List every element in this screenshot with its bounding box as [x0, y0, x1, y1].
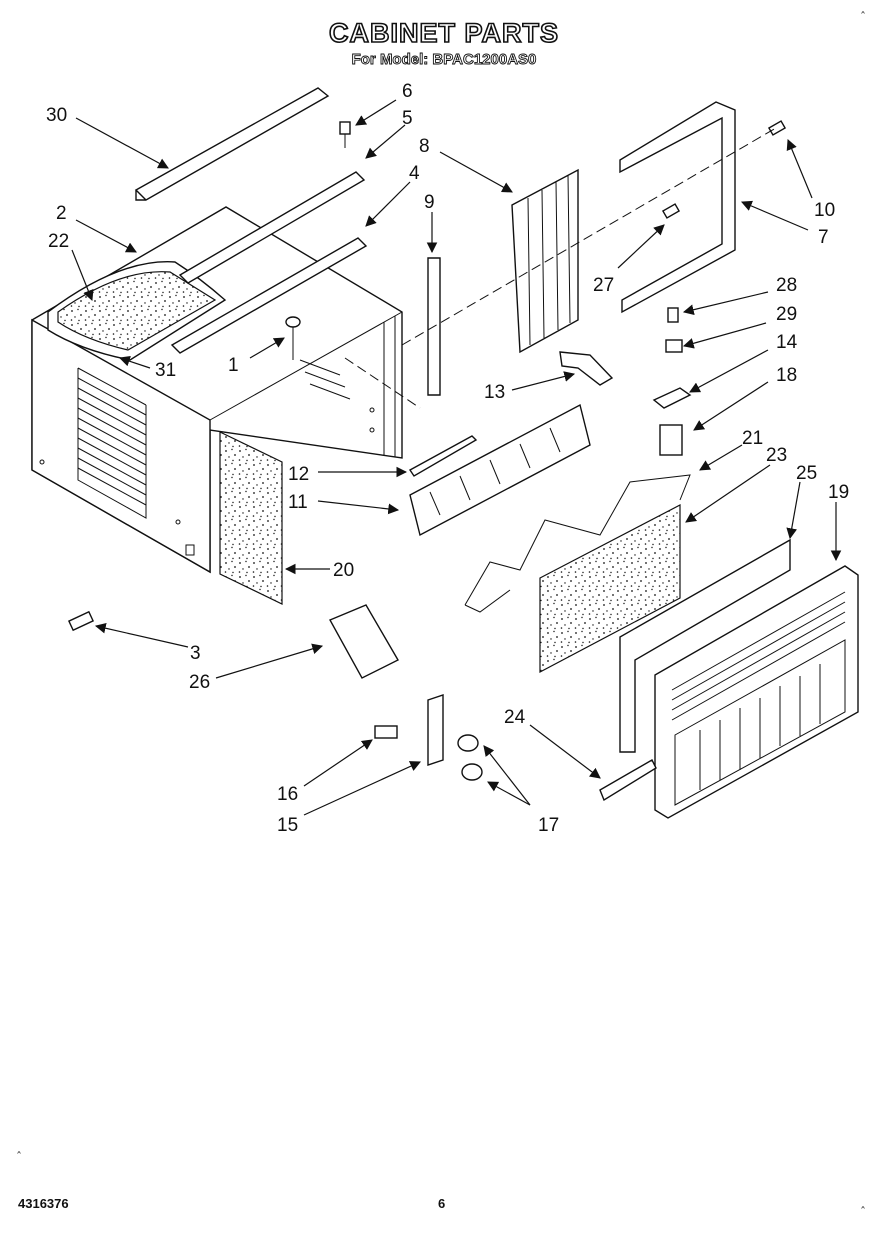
corner-mark-bottom-right: ˆ: [860, 1205, 866, 1219]
callout-23: 23: [766, 445, 787, 466]
callout-27: 27: [593, 275, 614, 296]
part-22-top-pad: [57, 271, 217, 351]
callout-29: 29: [776, 304, 797, 325]
callout-21: 21: [742, 428, 763, 449]
document-code: 4316376: [18, 1196, 69, 1211]
part-3-screw: [67, 610, 95, 632]
part-18-block: [659, 424, 683, 456]
callout-14: 14: [776, 332, 798, 353]
part-6-screw: [339, 121, 351, 148]
callout-6: 6: [402, 81, 413, 102]
corner-mark-bottom-left: ˆ: [16, 1150, 22, 1164]
part-23-filter-panel: [539, 504, 681, 673]
part-20-filter: [219, 431, 283, 605]
callout-31: 31: [155, 360, 176, 381]
callout-11: 11: [288, 492, 308, 513]
callout-12: 12: [288, 464, 309, 485]
callout-5: 5: [402, 108, 413, 129]
part-17-bolts: [457, 734, 483, 781]
part-4-rail: [170, 237, 368, 354]
callout-28: 28: [776, 275, 797, 296]
part-26-bracket: [329, 604, 399, 679]
page-number: 6: [438, 1196, 446, 1211]
part-7-frame: [619, 101, 736, 314]
part-15-bracket: [427, 694, 444, 766]
part-29-clip: [665, 339, 683, 353]
callout-30: 30: [46, 105, 67, 126]
callout-1: 1: [228, 355, 239, 376]
part-30-rail: [134, 87, 330, 201]
part-19-front-grille: [654, 565, 859, 819]
part-21-wire-handle: [464, 474, 691, 613]
callout-26: 26: [189, 672, 210, 693]
callout-22: 22: [48, 231, 69, 252]
callout-2: 2: [56, 203, 67, 224]
page-title: CABINET PARTS: [328, 17, 559, 49]
part-24-bar: [599, 759, 657, 802]
callout-13: 13: [484, 382, 505, 403]
model-subtitle: For Model: BPAC1200AS0: [351, 51, 537, 69]
callout-9: 9: [424, 192, 435, 213]
callout-20: 20: [333, 560, 354, 581]
callout-18: 18: [776, 365, 797, 386]
leader-lines: [71, 99, 842, 816]
part-14-clip: [652, 387, 692, 409]
part-10-screw: [767, 120, 787, 136]
part-27-screw: [661, 203, 681, 219]
callout-24: 24: [504, 707, 526, 728]
part-25-gasket: [619, 538, 791, 753]
part-16-block: [374, 725, 398, 739]
part-5-rail: [178, 171, 366, 284]
callout-7: 7: [818, 227, 829, 248]
callout-15: 15: [277, 815, 298, 836]
part-11-louver-assembly: [409, 403, 591, 537]
callout-17: 17: [538, 815, 559, 836]
callout-3: 3: [190, 643, 201, 664]
callout-labels: 30 6 5 8 2 22 4 9 1 31 10 7 27 28 29 14 …: [46, 81, 849, 836]
callout-10: 10: [814, 200, 835, 221]
callout-4: 4: [409, 163, 420, 184]
callout-16: 16: [277, 784, 298, 805]
part-1-knob: [285, 316, 301, 360]
part-28-screw: [667, 307, 679, 323]
callout-8: 8: [419, 136, 430, 157]
callout-25: 25: [796, 463, 817, 484]
part-12-rod: [408, 435, 478, 477]
part-13-hinge: [559, 351, 614, 386]
callout-19: 19: [828, 482, 849, 503]
corner-mark-top-right: ˆ: [860, 10, 866, 24]
